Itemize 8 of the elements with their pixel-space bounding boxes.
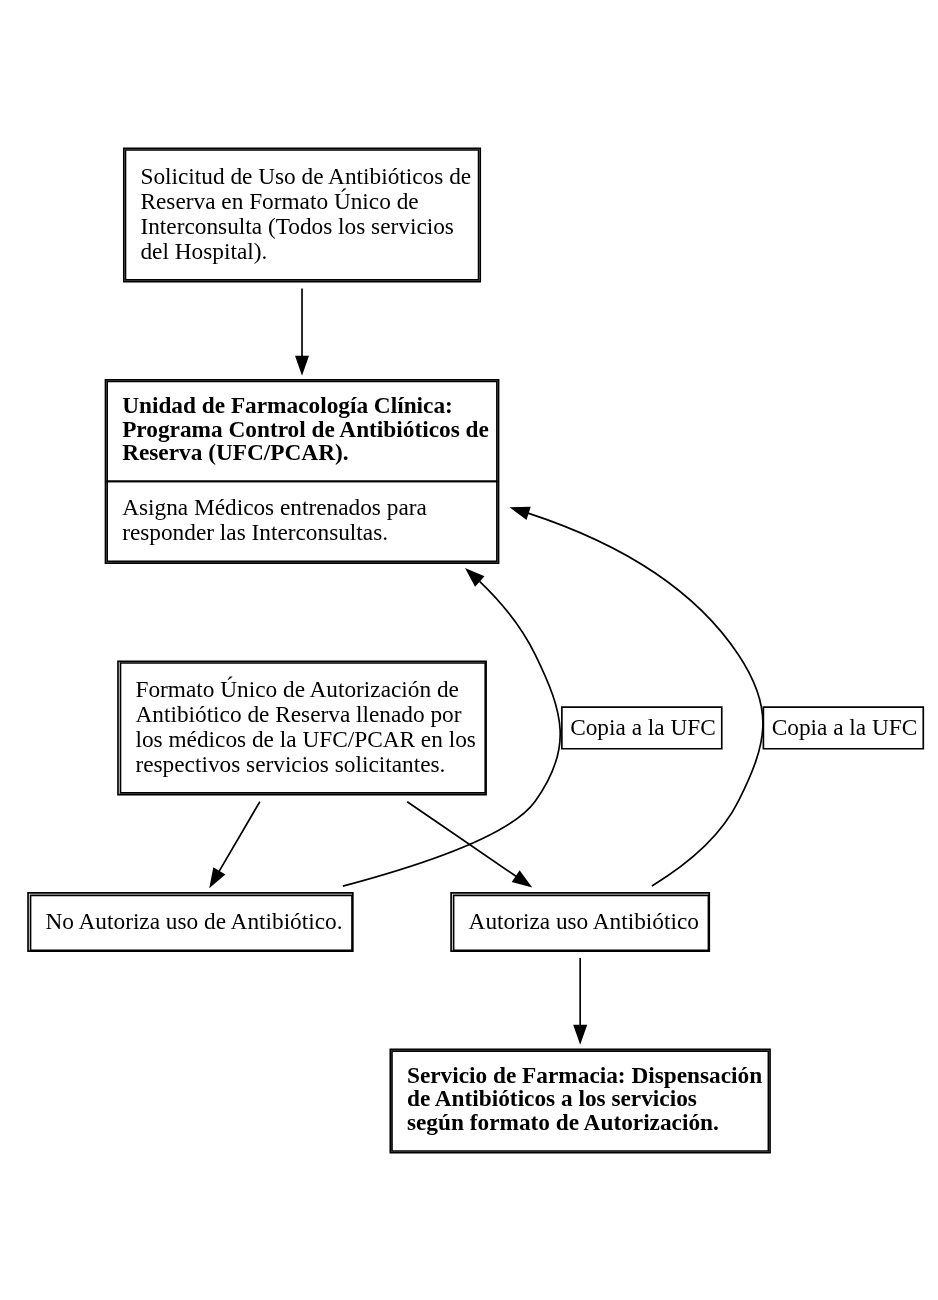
arrow	[342, 567, 561, 887]
arrow	[406, 800, 533, 887]
edge-label: Copia a la UFC	[771, 713, 918, 740]
edge-label: Copia a la UFC	[570, 713, 716, 740]
arrow	[509, 506, 764, 887]
arrow	[209, 800, 261, 888]
arrow	[295, 287, 310, 376]
arrow	[573, 956, 588, 1045]
